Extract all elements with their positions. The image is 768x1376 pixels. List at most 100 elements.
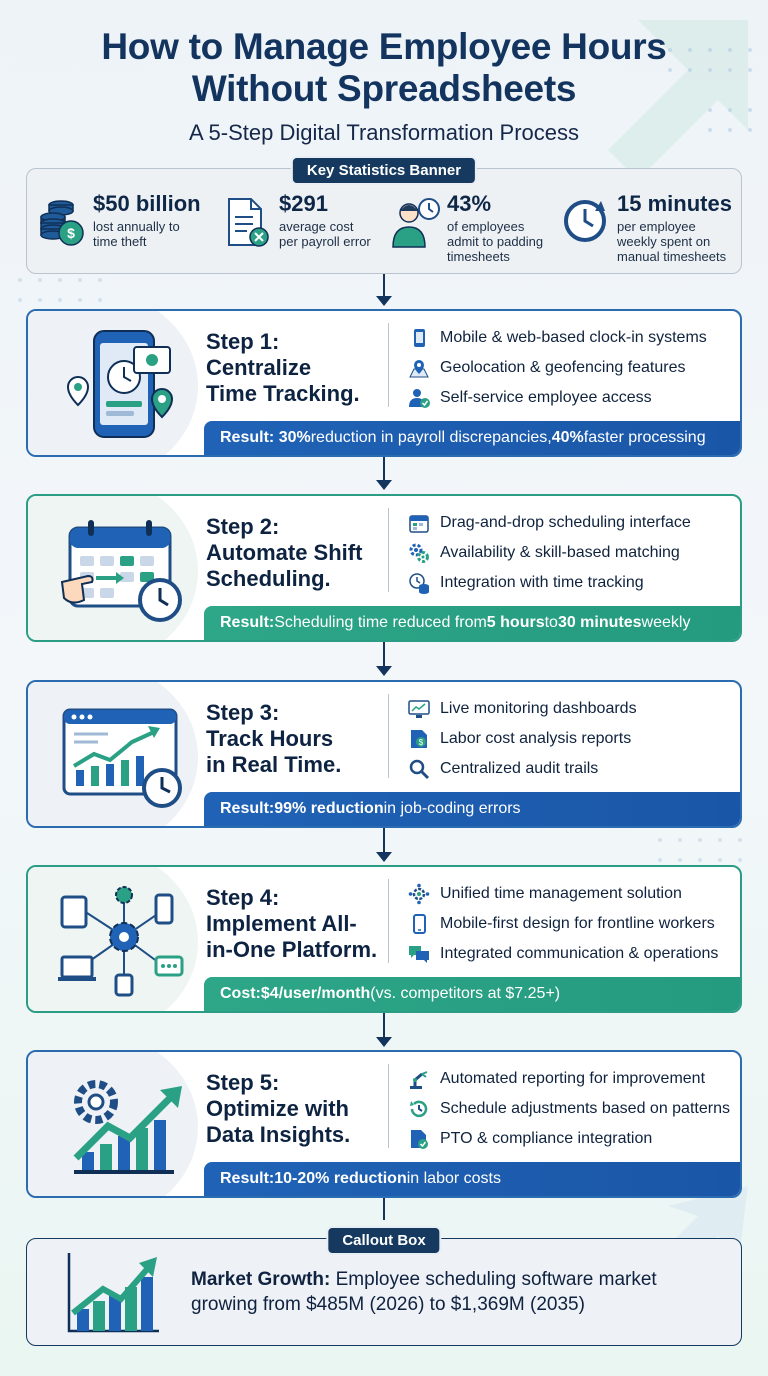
page-title: How to Manage Employee Hours Without Spr… [0,26,768,110]
flow-arrow-head [376,666,392,676]
network-gear-icon [408,883,430,905]
step-title: Step 4: Implement All- in-One Platform. [206,885,378,962]
feature-item: Integrated communication & operations [408,939,718,969]
result-bar: Result: 10-20% reduction in labor costs [204,1162,740,1196]
callout-text: Market Growth: Employee scheduling softw… [191,1269,657,1315]
divider [388,879,389,963]
feature-item: Mobile & web-based clock-in systems [408,323,707,353]
result-bar: Result: 30% reduction in payroll discrep… [204,421,740,455]
feature-item: Schedule adjustments based on patterns [408,1094,730,1124]
svg-text:$: $ [419,738,424,747]
callout-box: Market Growth: Employee scheduling softw… [26,1238,742,1346]
flow-connector [383,642,385,666]
callout-label: Callout Box [326,1226,442,1255]
dot-pattern-decoration [18,278,102,302]
flow-connector [383,828,385,852]
step-card-2: Step 2: Automate Shift Scheduling. Drag-… [26,494,742,642]
feature-item: Automated reporting for improvement [408,1064,730,1094]
mobile-phone-icon [413,914,426,934]
flow-connector [383,1198,385,1220]
gears-icon [409,543,429,563]
step-card-4: Step 4: Implement All- in-One Platform. … [26,865,742,1013]
stat-value: $50 billion [93,191,201,216]
stat-value: 43% [447,191,492,216]
mobile-phone-icon [414,329,425,347]
robot-arm-icon [410,1071,428,1089]
feature-item: Unified time management solution [408,879,718,909]
stat-item: $ $50 billion lost annually to time thef… [37,191,207,271]
step-card-5: Step 5: Optimize with Data Insights. Aut… [26,1050,742,1198]
mobile-clock-location-icon [66,330,174,438]
feature-item: PTO & compliance integration [408,1124,730,1154]
feature-item: Self-service employee access [408,383,707,413]
result-bar: Result: Scheduling time reduced from 5 h… [204,606,740,640]
flow-arrow-head [376,296,392,306]
calendar-drag-icon [60,520,182,622]
step-title: Step 2: Automate Shift Scheduling. [206,514,363,591]
feature-item: Availability & skill-based matching [408,538,691,568]
money-stack-icon: $ [40,200,84,246]
feature-item: Drag-and-drop scheduling interface [408,508,691,538]
feature-list: Live monitoring dashboards $ Labor cost … [408,694,637,784]
flow-arrow-head [376,1037,392,1047]
report-dollar-icon: $ [411,730,427,748]
feature-item: Geolocation & geofencing features [408,353,707,383]
title-line-2: Without Spreadsheets [191,68,577,109]
feature-item: $ Labor cost analysis reports [408,724,637,754]
feature-list: Mobile & web-based clock-in systems Geol… [408,323,707,413]
stat-description: per employee weekly spent on manual time… [617,219,727,264]
divider [388,323,389,407]
stat-description: average cost per payroll error [279,219,371,249]
document-check-icon [411,1130,428,1149]
flow-arrow-head [376,480,392,490]
chat-bubbles-icon [409,946,429,963]
calendar-icon [409,515,429,533]
connected-devices-icon [58,886,184,997]
step-title: Step 5: Optimize with Data Insights. [206,1070,351,1147]
title-line-1: How to Manage Employee Hours [101,26,667,67]
search-icon [409,759,430,780]
stat-value: $291 [279,191,328,216]
dot-pattern-decoration [658,838,742,862]
history-clock-icon [410,1100,428,1118]
feature-item: Live monitoring dashboards [408,694,637,724]
person-clock-icon [392,198,440,248]
feature-list: Unified time management solution Mobile-… [408,879,718,969]
step-title: Step 1: Centralize Time Tracking. [206,329,360,406]
stats-banner: $ $50 billion lost annually to time thef… [26,168,742,274]
background-arrow-decoration [608,20,748,180]
header: How to Manage Employee Hours Without Spr… [0,26,768,146]
svg-text:$: $ [67,225,75,241]
divider [388,694,389,778]
step-card-1: Step 1: Centralize Time Tracking. Mobile… [26,309,742,457]
page-subtitle: A 5-Step Digital Transformation Process [188,120,580,145]
gear-growth-chart-icon [73,1080,182,1174]
dot-pattern-decoration [668,48,752,132]
feature-item: Centralized audit trails [408,754,637,784]
stat-description: lost annually to time theft [93,219,180,249]
feature-item: Integration with time tracking [408,568,691,598]
monitor-chart-icon [408,700,430,718]
stats-banner-label: Key Statistics Banner [290,156,478,185]
document-error-icon [228,198,269,247]
feature-list: Automated reporting for improvement Sche… [408,1064,730,1154]
flow-arrow-head [376,852,392,862]
stat-item: 43% of employees admit to padding timesh… [391,191,561,271]
stat-value: 15 minutes [617,191,732,216]
step-card-3: Step 3: Track Hours in Real Time. Live m… [26,680,742,828]
step-title: Step 3: Track Hours in Real Time. [206,700,342,777]
divider [388,1064,389,1148]
stat-description: of employees admit to padding timesheets [447,219,544,264]
map-pin-icon [409,360,429,378]
divider [388,508,389,592]
flow-connector [383,456,385,480]
flow-connector [383,1013,385,1037]
result-bar: Result: 99% reduction in job-coding erro… [204,792,740,826]
cost-bar: Cost: $4/user/month (vs. competitors at … [204,977,740,1011]
stat-item: $291 average cost per payroll error [223,191,393,271]
feature-list: Drag-and-drop scheduling interface Avail… [408,508,691,598]
stat-item: 15 minutes per employee weekly spent on … [561,191,741,271]
user-check-icon [409,389,430,408]
growth-chart-icon [67,1253,159,1333]
feature-item: Mobile-first design for frontline worker… [408,909,718,939]
